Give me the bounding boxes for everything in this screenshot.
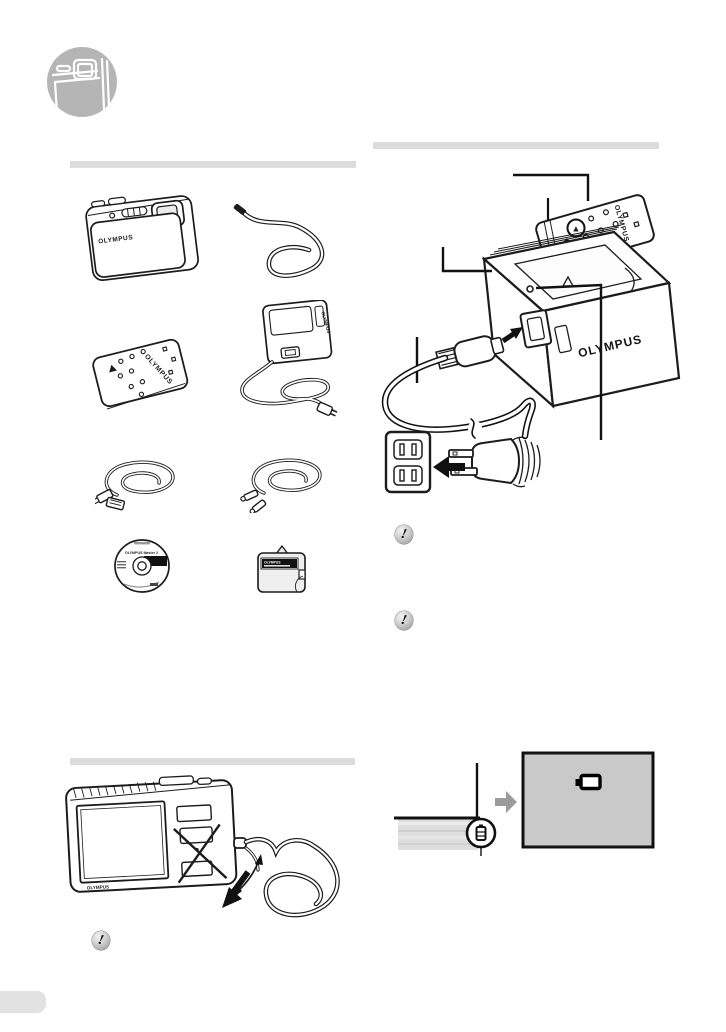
power-cable [381, 354, 536, 440]
caution-icon: ! [395, 525, 413, 544]
camera-front-illustration: OLYMPUS [85, 195, 199, 282]
strap-attachment-figure: OLYMPUS [65, 775, 340, 918]
camera-logo: OLYMPUS [98, 234, 134, 245]
battery-indicator-figure [394, 751, 655, 856]
av-cable-illustration [240, 458, 322, 513]
attaching-strap-bar [70, 758, 355, 765]
charger-logo: OLYMPUS [320, 311, 331, 334]
camera-back-logo: OLYMPUS [87, 884, 110, 890]
charging-diagram: OLYMPUS ▲ OLYMPUS [381, 173, 681, 494]
callout-line-battery [513, 173, 590, 201]
camera-back: OLYMPUS [65, 775, 238, 893]
callout-line-charger [441, 247, 492, 273]
transition-arrow [495, 791, 517, 813]
battery-empty-icon [575, 773, 602, 791]
charging-battery-bar [373, 142, 659, 149]
diagram-charger: OLYMPUS [481, 224, 681, 409]
battery-charger-with-cord-illustration: OLYMPUS [240, 300, 338, 417]
wall-outlet [384, 430, 432, 494]
cd-label: OLYMPUS Master 2 [125, 551, 158, 555]
cord-connector [435, 335, 505, 370]
box-contents-bar [70, 161, 356, 168]
strap-pull-arrow [222, 854, 263, 908]
screen-thumbnail [394, 816, 480, 850]
battery-illustration: OLYMPUS [92, 338, 189, 410]
hand-strap-illustration [233, 203, 325, 278]
power-plug [448, 436, 541, 488]
callout-line-indicator [535, 283, 603, 440]
monitor-screen [521, 751, 655, 849]
strap-cord [233, 837, 340, 918]
microsd-attachment-illustration: OLYMPUS [257, 544, 306, 593]
direction-mark-circle [566, 218, 586, 238]
page-number-tab [0, 991, 46, 1013]
card-label: OLYMPUS [264, 561, 281, 565]
caution-icon: ! [395, 611, 413, 630]
connector-arrow [501, 327, 523, 344]
usb-cable-illustration [95, 460, 175, 511]
unplug-arrow [433, 456, 465, 478]
cd-rom-illustration: OLYMPUS Master 2 [114, 539, 170, 593]
direction-mark-triangle: ▲ [572, 224, 581, 234]
caution-icon: ! [92, 931, 110, 950]
charging-indicator-light [526, 285, 534, 293]
camera-corner-icon [47, 47, 117, 117]
battery-empty-indicator-icon [465, 817, 497, 856]
